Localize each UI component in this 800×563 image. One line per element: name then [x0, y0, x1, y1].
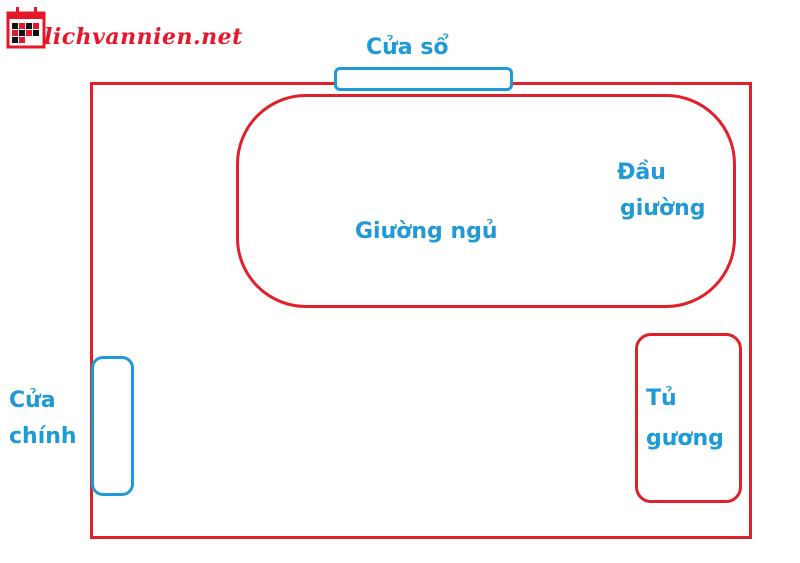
headboard-line2: giường [620, 196, 706, 221]
wardrobe-line2: gương [646, 426, 724, 451]
wardrobe-label: Tủ gương [646, 378, 724, 460]
door-shape [91, 356, 134, 496]
door-line1: Cửa [9, 388, 56, 413]
headboard-line1: Đầu [617, 160, 666, 185]
door-line2: chính [9, 424, 77, 449]
bed-shape [236, 94, 736, 308]
logo-text: lichvannien.net [44, 24, 243, 50]
wardrobe-line1: Tủ [646, 386, 677, 411]
headboard-label: Đầu giường [617, 152, 705, 230]
door-label: Cửa chính [9, 381, 77, 457]
window-label: Cửa sổ [366, 35, 449, 60]
wardrobe-shape [635, 333, 742, 503]
window-shape [334, 67, 513, 91]
calendar-icon [6, 7, 46, 49]
bed-label: Giường ngủ [355, 219, 498, 244]
